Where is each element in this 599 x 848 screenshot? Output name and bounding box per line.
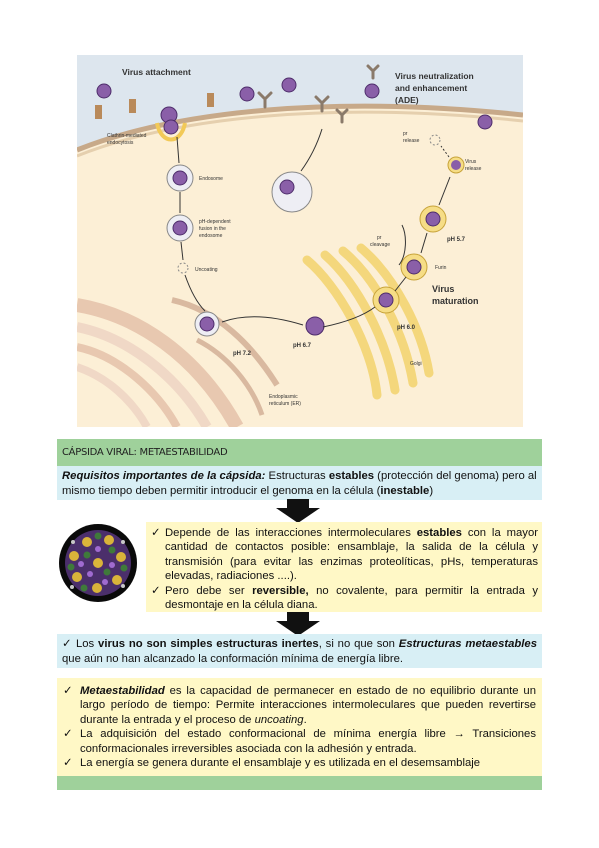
label-virus-maturation-1: Virus: [432, 284, 454, 294]
label-pr-cleavage-1: pr: [377, 235, 382, 241]
label-pr-cleavage-2: cleavage: [370, 242, 390, 248]
label-ph-dependent-3: endosome: [199, 233, 223, 239]
metastability-item-3: ✓La energía se genera durante el ensambl…: [63, 757, 481, 770]
metastability-definition-box: ✓Metaestabilidad es la capacidad de perm…: [57, 678, 542, 776]
check-icon: ✓: [63, 685, 73, 697]
label-virus-attachment: Virus attachment: [122, 67, 191, 77]
label-ph-6-0: pH 6.0: [397, 325, 416, 331]
down-arrow-icon: [276, 612, 320, 636]
label-ph-7-2: pH 7.2: [233, 351, 252, 357]
check-icon: ✓: [63, 757, 73, 770]
pathway-arrows: [176, 128, 451, 328]
label-neutralization-3: (ADE): [395, 95, 419, 105]
label-furin: Furin: [435, 265, 447, 271]
section-title: CÁPSIDA VIRAL: METAESTABILIDAD: [62, 447, 228, 458]
down-arrow-icon: [276, 499, 320, 523]
stability-item-2: ✓Pero debe ser reversible, no covalente,…: [151, 584, 538, 612]
capsid-structure-image: [57, 522, 139, 604]
immature-virion: [305, 316, 325, 336]
nucleus-envelope: [75, 298, 244, 431]
cell-cytoplasm: [77, 106, 523, 428]
uncoating-capsid: [177, 262, 189, 274]
metastable-text: ✓ Los virus no son simples estructuras i…: [62, 638, 537, 665]
stability-block: ✓Depende de las interacciones intermolec…: [57, 522, 542, 612]
label-endosome: Endosome: [199, 176, 223, 182]
capsid-requirements-text: Requisitos importantes de la cápsida: Es…: [62, 470, 537, 497]
section-header: CÁPSIDA VIRAL: METAESTABILIDAD: [57, 439, 542, 466]
label-clathrin-2: endocytosis: [107, 140, 134, 146]
label-er-2: reticulum (ER): [269, 401, 301, 407]
stability-item-1: ✓Depende de las interacciones intermolec…: [151, 527, 539, 583]
antibodies: [257, 64, 380, 124]
stability-text-box: ✓Depende de las interacciones intermolec…: [146, 522, 542, 612]
label-uncoating: Uncoating: [195, 267, 218, 273]
cell-membrane: [76, 103, 524, 153]
label-ph-dependent-2: fusion in the: [199, 226, 226, 232]
label-ph-dependent-1: pH-dependent: [199, 219, 231, 225]
capsid-requirements-box: Requisitos importantes de la cápsida: Es…: [57, 466, 542, 500]
label-virus-maturation-2: maturation: [432, 296, 479, 306]
metastability-item-2: ✓La adquisición del estado conformaciona…: [63, 728, 536, 755]
label-neutralization-2: and enhancement: [395, 83, 467, 93]
label-pr-release-2: release: [403, 138, 420, 144]
label-golgi: Golgi: [410, 361, 422, 367]
check-icon: ✓: [63, 728, 73, 741]
extracellular-virions: [96, 77, 493, 130]
metastability-item-1: ✓Metaestabilidad es la capacidad de perm…: [63, 685, 536, 726]
metastable-box: ✓ Los virus no son simples estructuras i…: [57, 634, 542, 668]
virus-lifecycle-diagram: Virus attachment Virus neutralization an…: [75, 55, 524, 431]
membrane-receptors: [95, 93, 214, 119]
check-icon: ✓: [151, 527, 161, 539]
label-virus-release-2: release: [465, 166, 482, 172]
check-icon: ✓: [62, 638, 73, 650]
er-membrane: [171, 297, 280, 387]
label-clathrin-1: Clathrin-mediated: [107, 133, 147, 139]
maturing-virions: [372, 134, 465, 314]
label-virus-release-1: Virus: [465, 159, 477, 165]
clathrin-pit: [155, 122, 187, 142]
label-ph-5-7: pH 5.7: [447, 237, 466, 243]
label-ph-6-7: pH 6.7: [293, 343, 312, 349]
label-er-1: Endoplasmic: [269, 394, 298, 400]
label-pr-release-1: pr: [403, 131, 408, 137]
virus-lifecycle-figure: Virus attachment Virus neutralization an…: [75, 55, 524, 431]
check-icon: ✓: [151, 584, 161, 597]
footer-bar: [57, 776, 542, 790]
label-neutralization-1: Virus neutralization: [395, 71, 474, 81]
